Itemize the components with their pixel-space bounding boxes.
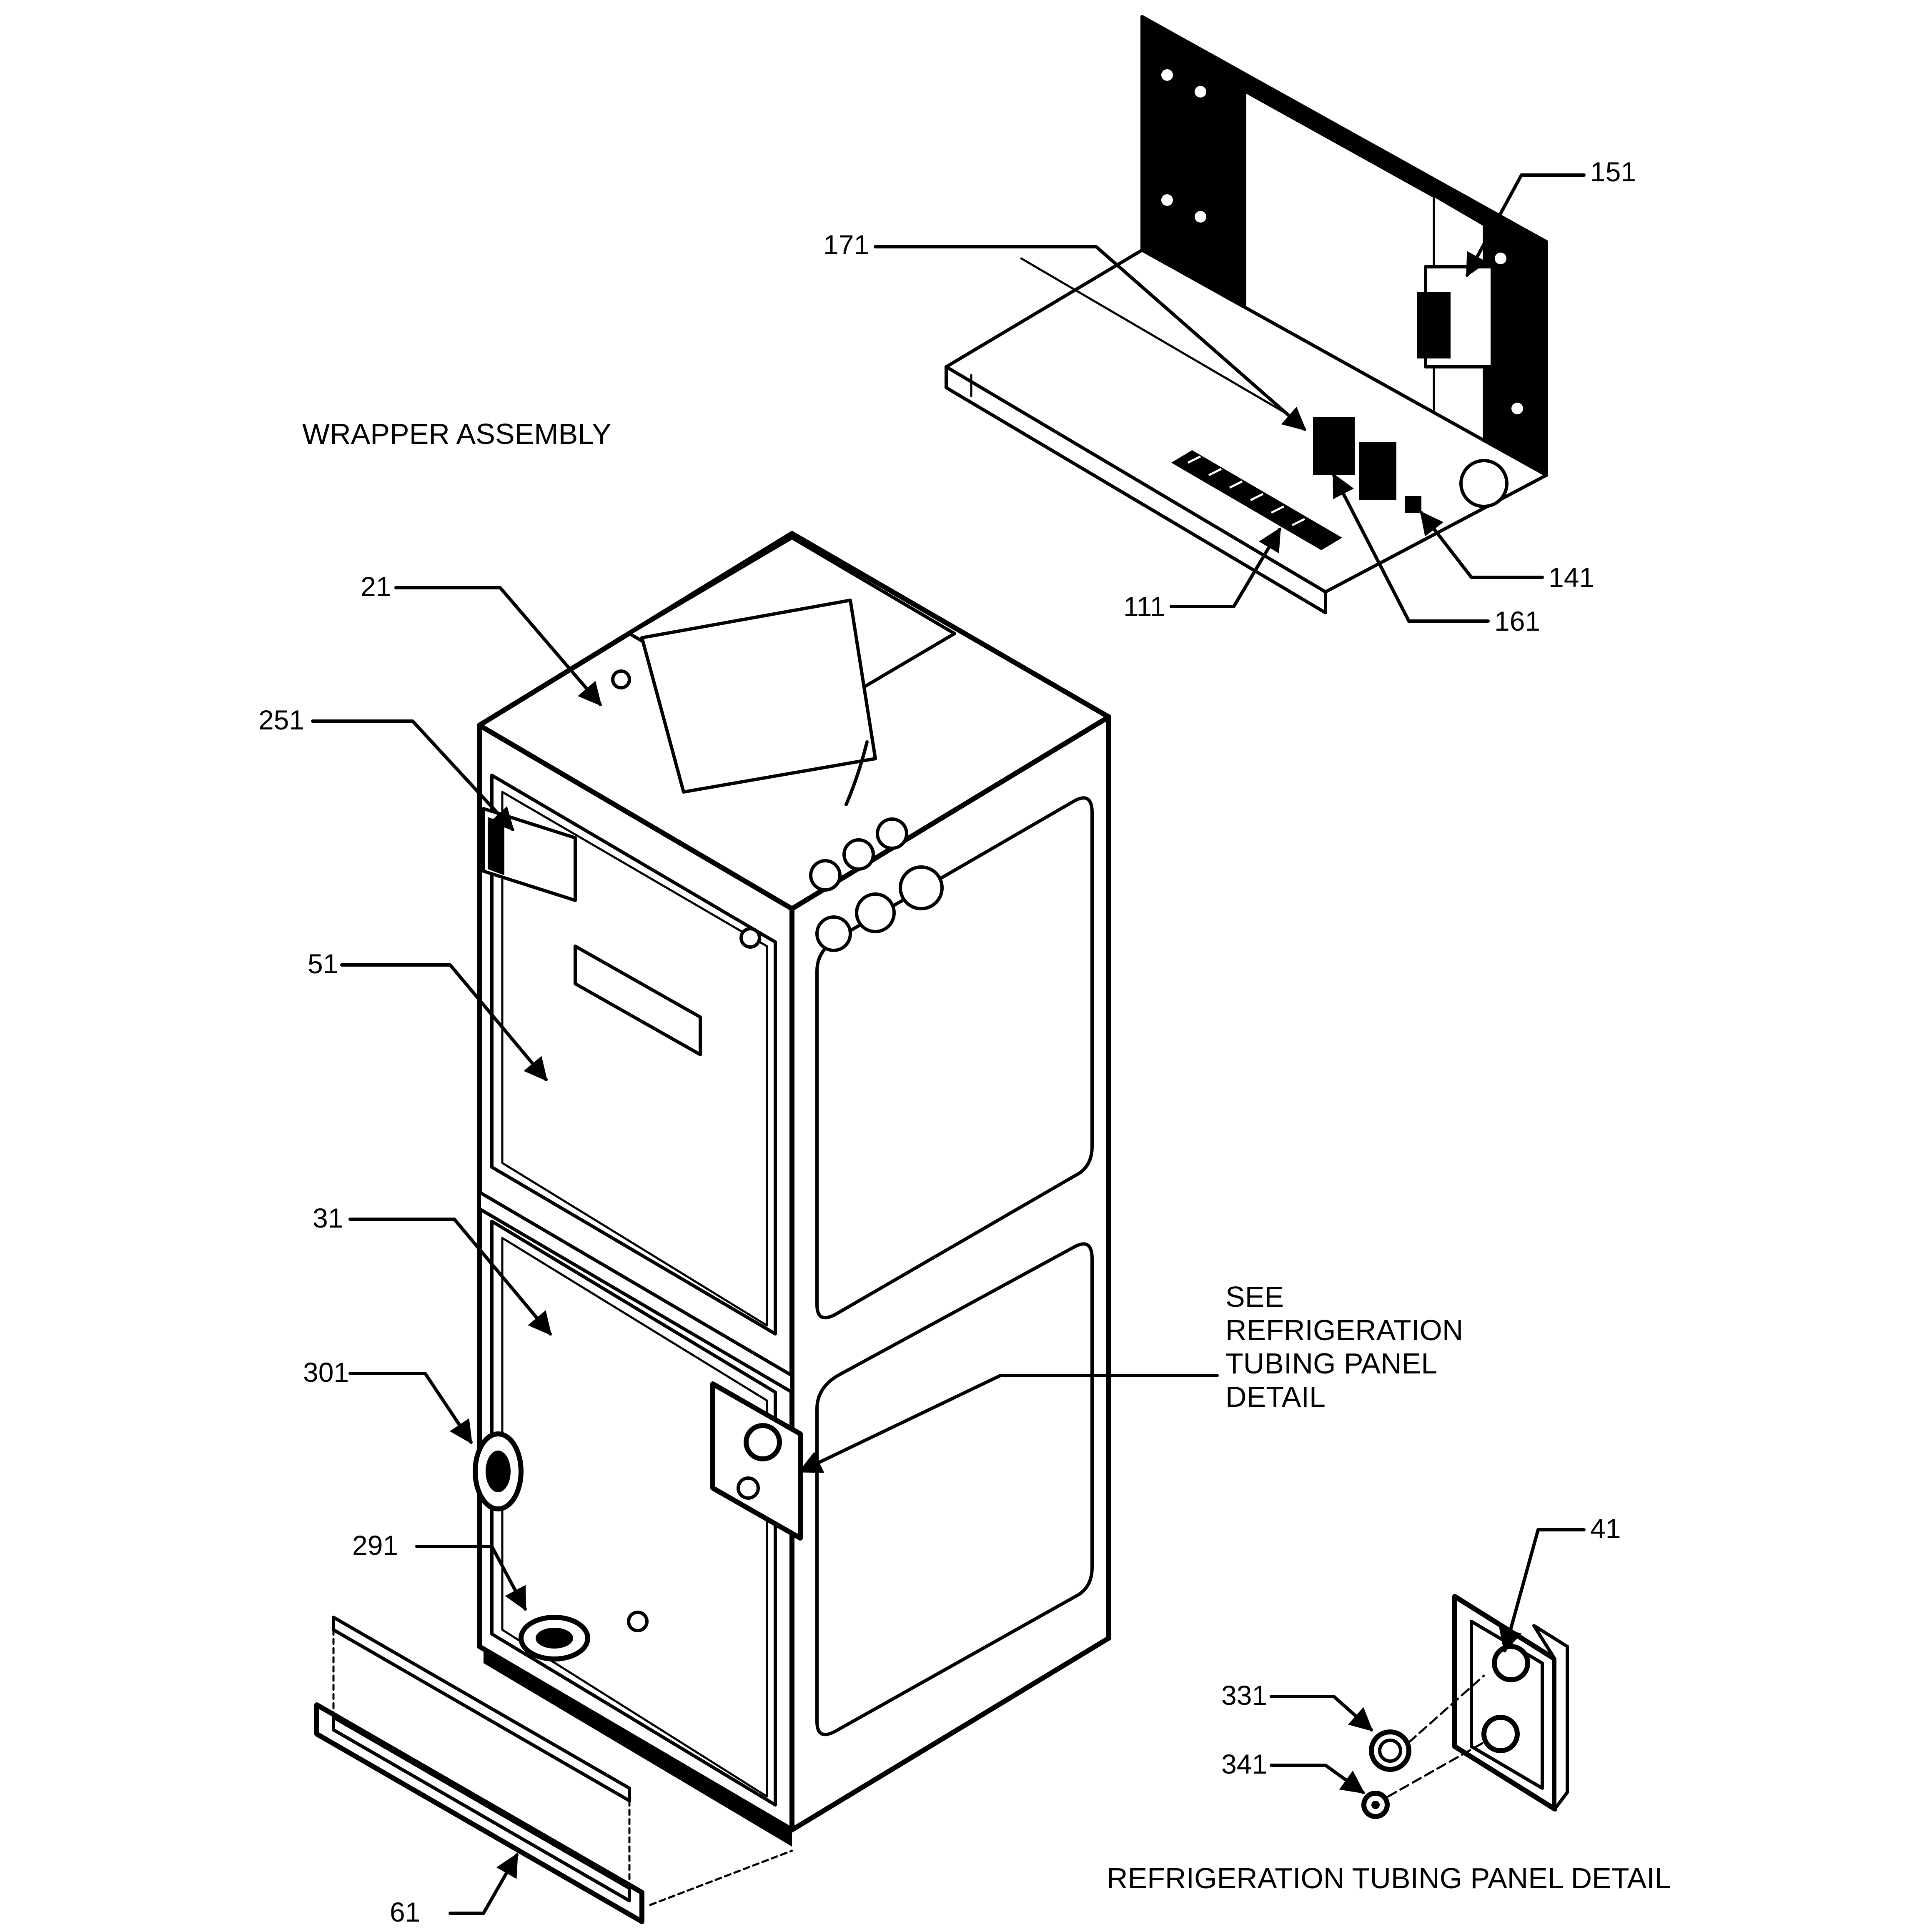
callout-labels: 151 171 141 111 161 21 251 51 31 301 291… (258, 156, 1636, 1927)
relay-component (1313, 417, 1355, 475)
leader-lines (311, 173, 1586, 1915)
rating-label-plate (482, 807, 577, 902)
cabinet-tubing-panel (710, 1381, 803, 1541)
callout-341: 341 (1221, 1749, 1267, 1779)
electrical-knockouts (611, 669, 944, 952)
captions: WRAPPER ASSEMBLY SEE REFRIGERATION TUBIN… (302, 418, 1671, 1894)
caption-see-detail-line1: SEE (1225, 1280, 1284, 1313)
caption-detail-title: REFRIGERATION TUBING PANEL DETAIL (1107, 1862, 1671, 1894)
callout-31: 31 (313, 1203, 343, 1233)
base-rail (314, 1616, 793, 1924)
panel-divider-strip (478, 1190, 794, 1394)
cabinet-side-face (789, 714, 1111, 1832)
callout-301: 301 (303, 1357, 349, 1388)
callout-61: 61 (390, 1897, 420, 1927)
caption-see-detail-line4: DETAIL (1225, 1381, 1326, 1413)
caption-wrapper-assembly: WRAPPER ASSEMBLY (302, 418, 611, 450)
callout-251: 251 (258, 704, 304, 735)
small-component (1405, 496, 1421, 513)
terminal-strip (1171, 450, 1342, 550)
cabinet-front-face (477, 723, 794, 1832)
side-panel-lower (815, 1242, 1094, 1737)
control-box-base-tray (945, 248, 1548, 594)
upper-access-panel (490, 774, 777, 1336)
control-box-assembly (945, 15, 1548, 614)
callout-331: 331 (1221, 1680, 1267, 1711)
tubing-panel-detail (1361, 1594, 1569, 1819)
callout-151: 151 (1590, 156, 1636, 187)
wrapper-cabinet (473, 531, 1111, 1847)
callout-21: 21 (361, 571, 391, 602)
callout-171: 171 (823, 229, 869, 260)
callout-41: 41 (1590, 1513, 1621, 1544)
caption-see-detail-line3: TUBING PANEL (1225, 1347, 1437, 1380)
upper-panel-handle-slot (574, 945, 702, 1056)
callout-291: 291 (352, 1530, 398, 1561)
callout-111: 111 (1123, 591, 1165, 622)
callout-51: 51 (308, 948, 338, 979)
callout-161: 161 (1494, 606, 1540, 636)
callout-141: 141 (1549, 562, 1594, 593)
caption-see-detail-line2: REFRIGERATION (1225, 1314, 1463, 1346)
